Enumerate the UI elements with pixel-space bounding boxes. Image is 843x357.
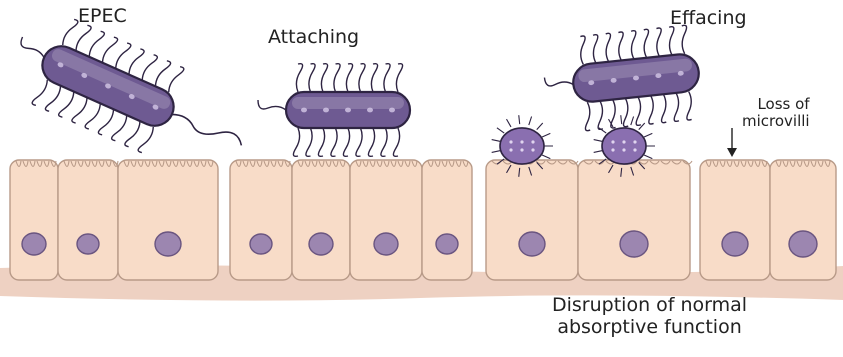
cell-body [700, 160, 770, 280]
nucleus [155, 232, 181, 256]
label-disruption: Disruption of normal absorptive function [552, 295, 747, 339]
label-loss-line1: Loss of [742, 96, 810, 113]
cell-body [292, 160, 350, 280]
nucleus [519, 232, 545, 256]
cell-body [10, 160, 58, 280]
epithelial-cell [578, 160, 692, 280]
blob-granule [531, 148, 534, 151]
epithelial-cell [770, 160, 836, 280]
flagellum [170, 108, 245, 151]
nucleus [789, 231, 817, 257]
blob-body [602, 128, 646, 164]
epithelial-cell [700, 160, 770, 280]
nucleus [22, 233, 46, 255]
bacterium-granule [345, 108, 351, 113]
nucleus [620, 231, 648, 257]
bacterium-effacing [541, 24, 704, 134]
loss-arrow-head [727, 148, 737, 157]
cell-body [486, 160, 578, 280]
cell-body [58, 160, 118, 280]
blob-granule [633, 148, 636, 151]
cell-body [350, 160, 422, 280]
blob-granule [633, 140, 636, 143]
epithelial-cell-layer [10, 160, 836, 280]
nucleus [436, 234, 458, 254]
epithelial-cell [486, 160, 578, 280]
label-loss-of-microvilli: Loss of microvilli [742, 96, 810, 131]
bacterium-granule [301, 108, 307, 113]
bacterium-granule [389, 108, 395, 113]
blob-granule [611, 148, 614, 151]
cell-body [230, 160, 292, 280]
bacterium-highlight [292, 97, 404, 109]
nucleus [309, 233, 333, 255]
blob-granule [622, 148, 625, 151]
nucleus [250, 234, 272, 254]
blob-granule [509, 148, 512, 151]
nucleus [374, 233, 398, 255]
bacterium-granule [367, 108, 373, 113]
blob-granule [509, 140, 512, 143]
epithelial-cell [292, 160, 350, 280]
blob-granule [520, 140, 523, 143]
blob-body [500, 128, 544, 164]
annotation-arrows [727, 128, 737, 157]
epithelial-cell [422, 160, 472, 280]
epithelial-cell [350, 160, 422, 280]
nucleus [77, 234, 99, 254]
blob-granule [520, 148, 523, 151]
label-attaching: Attaching [268, 27, 359, 49]
epithelial-cell [58, 160, 118, 280]
label-effacing: Effacing [670, 8, 747, 30]
epithelial-cell [230, 160, 292, 280]
epithelial-cell [10, 160, 58, 280]
blob-granule [531, 140, 534, 143]
cell-body [118, 160, 218, 280]
cell-body [422, 160, 472, 280]
bacterium-attaching [258, 64, 410, 157]
label-disruption-line2: absorptive function [552, 317, 747, 339]
cell-body [770, 160, 836, 280]
label-epec: EPEC [78, 6, 127, 28]
blob-granule [622, 140, 625, 143]
epithelial-cell [118, 160, 218, 280]
label-disruption-line1: Disruption of normal [552, 295, 747, 317]
label-loss-line2: microvilli [742, 113, 810, 130]
nucleus [722, 232, 748, 256]
blob-granule [611, 140, 614, 143]
bacterium-granule [323, 108, 329, 113]
cell-body [578, 160, 690, 280]
